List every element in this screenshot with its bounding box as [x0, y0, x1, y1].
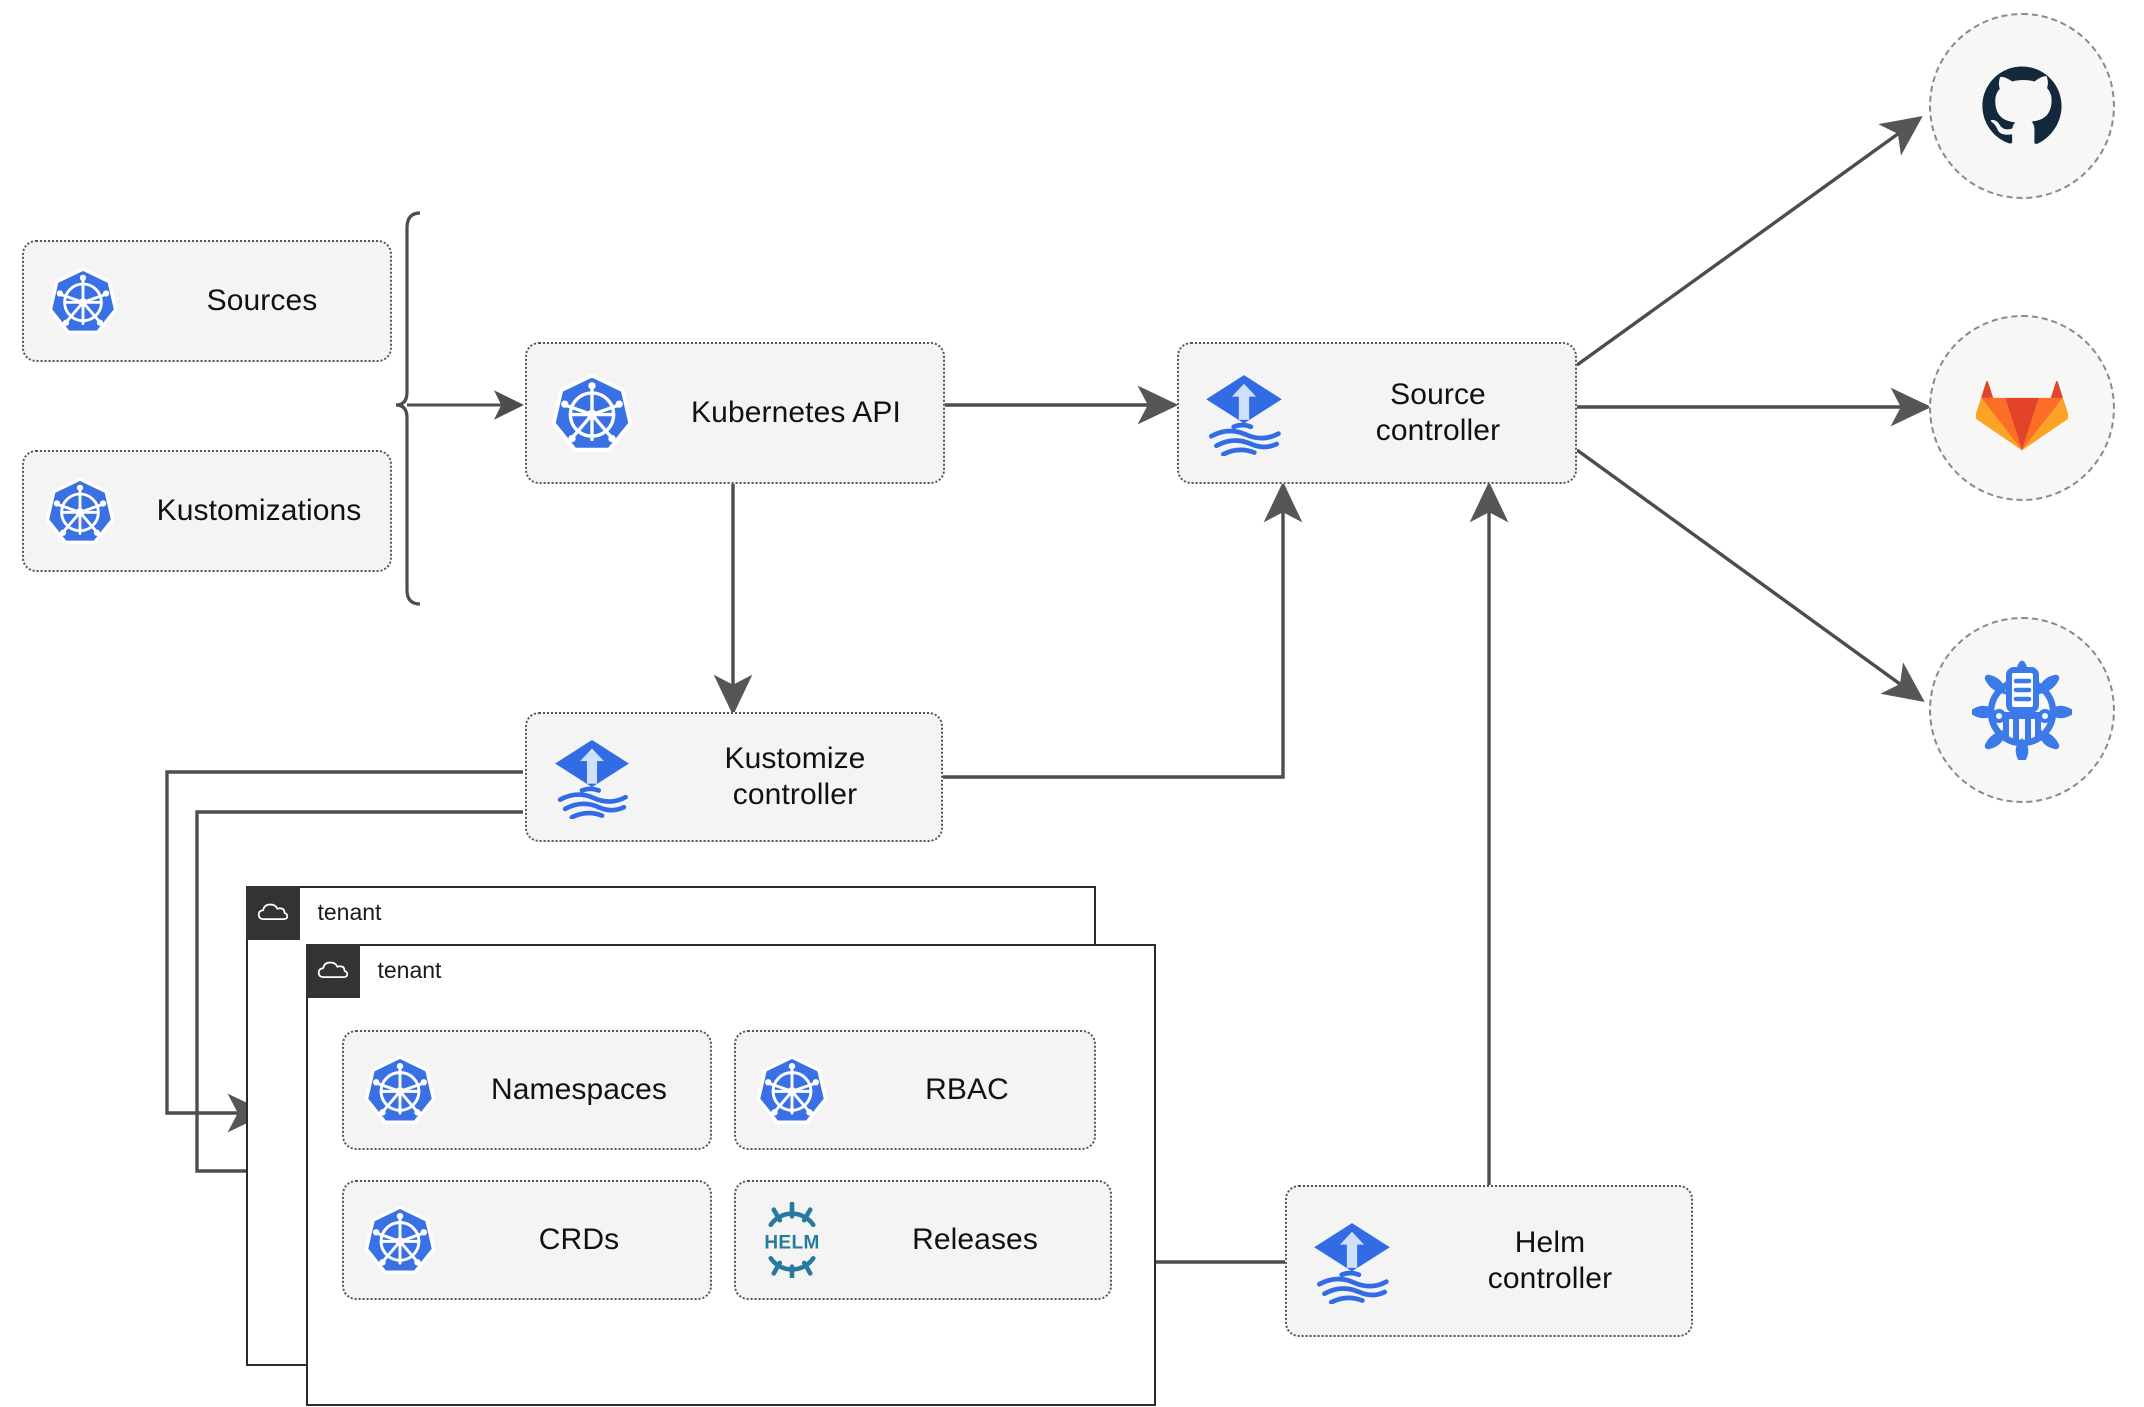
repository-helm-chart[interactable]: [1929, 617, 2115, 803]
repository-gitlab[interactable]: [1929, 315, 2115, 501]
kubernetes-icon: [24, 477, 136, 545]
resource-kustomizations-label: Kustomizations: [156, 494, 362, 527]
cloud-icon: [305, 943, 360, 998]
helm-repository-icon: [1972, 660, 2072, 760]
tenant-resource-label: Releases: [912, 1223, 1038, 1256]
tenant-resource-releases[interactable]: Releases: [734, 1180, 1112, 1300]
resource-sources[interactable]: Sources: [22, 240, 392, 362]
kustomize-controller-line1: Kustomize: [724, 742, 866, 775]
tenant-resource-label: Namespaces: [490, 1073, 668, 1106]
tenant-container-inner: tenant: [305, 943, 1156, 1406]
source-controller-line2: controller: [1375, 414, 1501, 447]
tenant-resource-crds[interactable]: CRDs: [342, 1180, 712, 1300]
helm-controller-label: Helm controller: [1417, 1225, 1691, 1297]
source-controller-line1: Source: [1390, 378, 1486, 411]
tenant-resource-rbac[interactable]: RBAC: [734, 1030, 1096, 1150]
kubernetes-icon: [24, 267, 142, 335]
github-icon: [1982, 66, 2062, 144]
helm-icon: [736, 1202, 848, 1278]
helm-controller-node[interactable]: Helm controller: [1285, 1185, 1693, 1337]
tenant-resource-namespaces[interactable]: Namespaces: [342, 1030, 712, 1150]
resource-sources-label: Sources: [206, 284, 318, 317]
repository-github[interactable]: [1929, 13, 2115, 199]
kubernetes-api-node[interactable]: Kubernetes API: [525, 342, 945, 484]
kubernetes-icon: [736, 1055, 848, 1125]
source-controller-label: Source controller: [1309, 377, 1575, 449]
resource-kustomizations[interactable]: Kustomizations: [22, 450, 392, 572]
tenant-header-outer: tenant: [245, 885, 382, 940]
gitlab-icon: [1976, 381, 2068, 451]
tenant-label: tenant: [377, 957, 442, 983]
flux-icon: [1287, 1218, 1417, 1304]
tenant-resource-label: RBAC: [925, 1073, 1009, 1106]
flux-icon: [527, 735, 657, 819]
helm-controller-line1: Helm: [1514, 1226, 1586, 1259]
kubernetes-icon: [527, 373, 657, 453]
kubernetes-icon: [344, 1055, 456, 1125]
kustomize-controller-label: Kustomize controller: [657, 741, 941, 813]
cloud-icon: [245, 885, 300, 940]
helm-controller-line2: controller: [1487, 1262, 1613, 1295]
kustomize-controller-line2: controller: [732, 778, 858, 811]
flux-icon: [1179, 370, 1309, 456]
tenant-resource-label: CRDs: [538, 1223, 620, 1256]
tenant-label: tenant: [317, 899, 382, 925]
kubernetes-icon: [344, 1205, 456, 1275]
kubernetes-api-label: Kubernetes API: [691, 396, 901, 429]
kustomize-controller-node[interactable]: Kustomize controller: [525, 712, 943, 842]
tenant-header-inner: tenant: [305, 943, 442, 998]
source-controller-node[interactable]: Source controller: [1177, 342, 1577, 484]
